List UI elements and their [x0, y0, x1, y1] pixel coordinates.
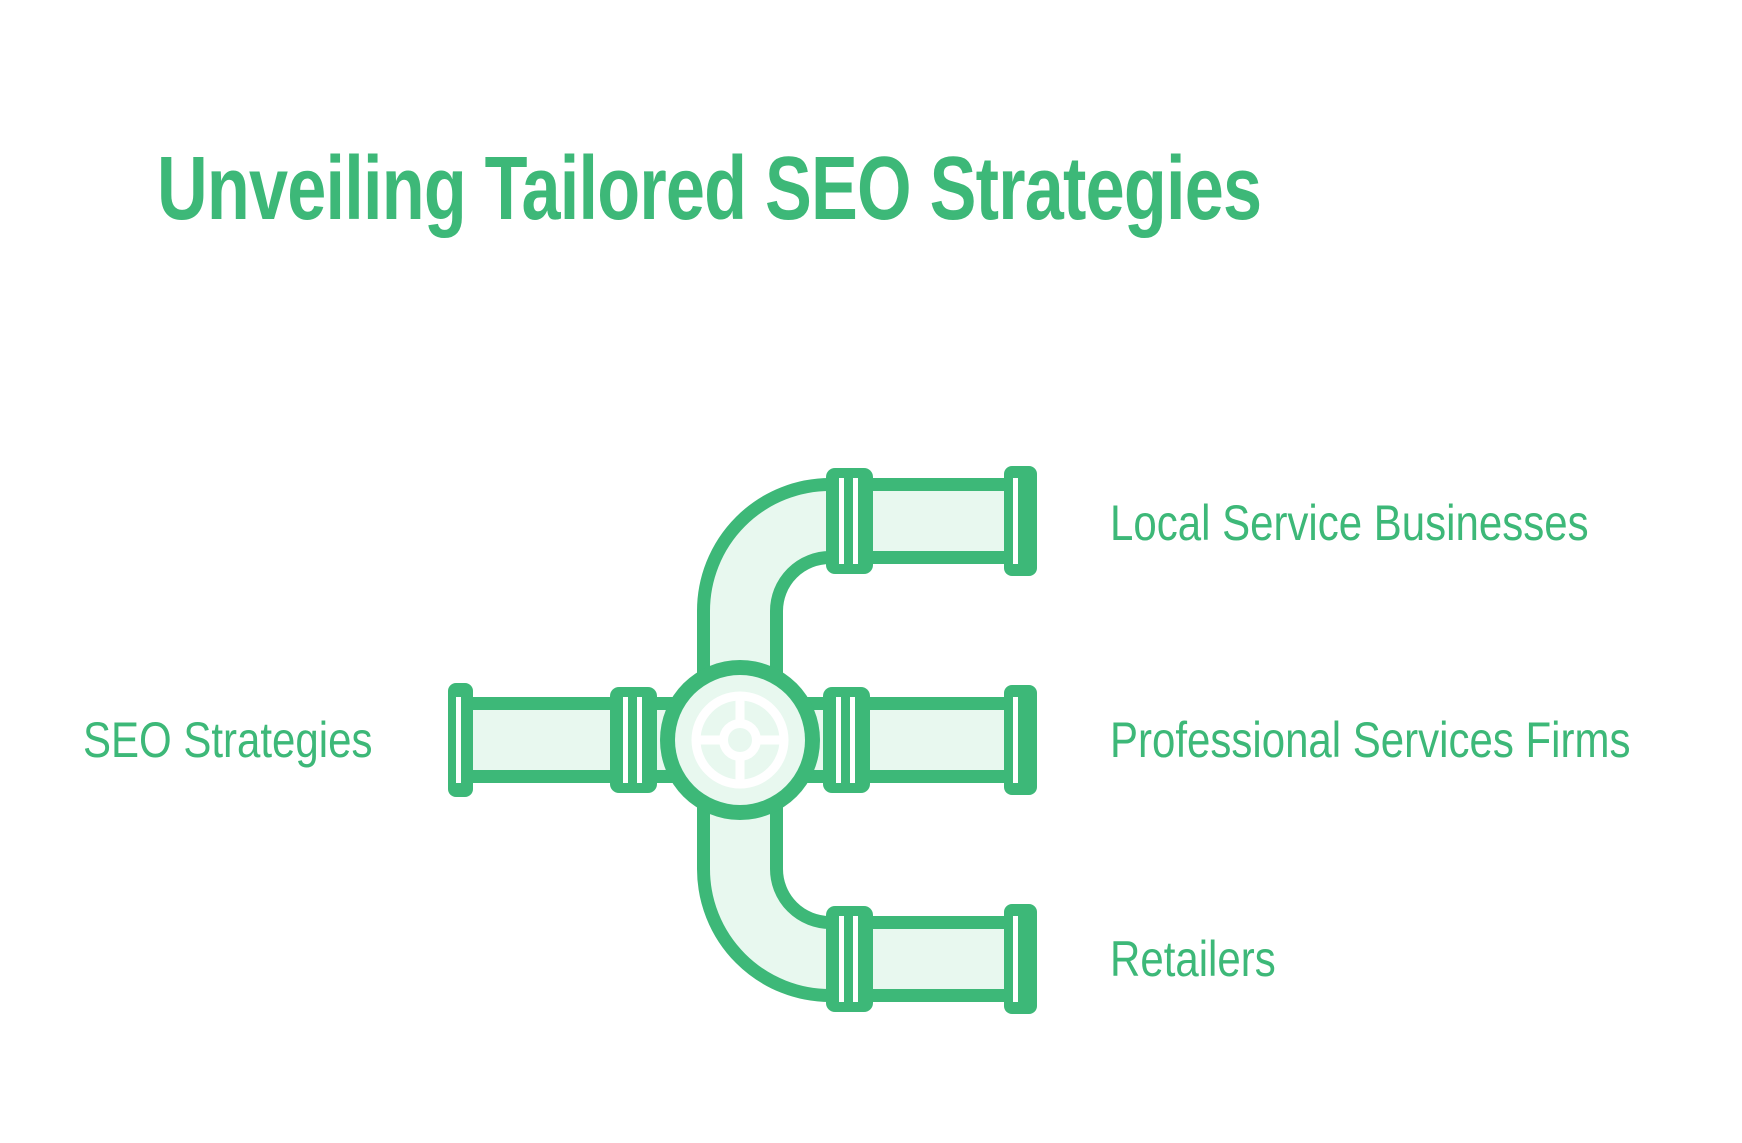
pipe-branch-top-fill	[710, 491, 1012, 740]
pipe-valve-icon	[660, 660, 820, 820]
label-professional-services-firms: Professional Services Firms	[1110, 712, 1631, 768]
pipe-coupling	[826, 468, 873, 574]
pipe-coupling	[610, 687, 657, 793]
valve-wheel-icon	[691, 691, 789, 789]
pipe-end-flange	[1004, 685, 1037, 795]
pipe-couplings	[610, 468, 873, 1012]
pipe-end-flange	[1004, 466, 1037, 576]
pipe-end-flange	[448, 683, 473, 797]
pipe-coupling	[823, 687, 870, 793]
pipe-branch-bottom-fill	[710, 740, 1012, 989]
pipe-coupling	[826, 906, 873, 1012]
label-local-service-businesses: Local Service Businesses	[1110, 495, 1589, 551]
label-retailers: Retailers	[1110, 931, 1276, 987]
page-title: Unveiling Tailored SEO Strategies	[157, 139, 1262, 239]
pipe-end-flanges	[448, 466, 1037, 1014]
pipe-end-flange	[1004, 904, 1037, 1014]
label-seo-strategies: SEO Strategies	[83, 712, 373, 768]
